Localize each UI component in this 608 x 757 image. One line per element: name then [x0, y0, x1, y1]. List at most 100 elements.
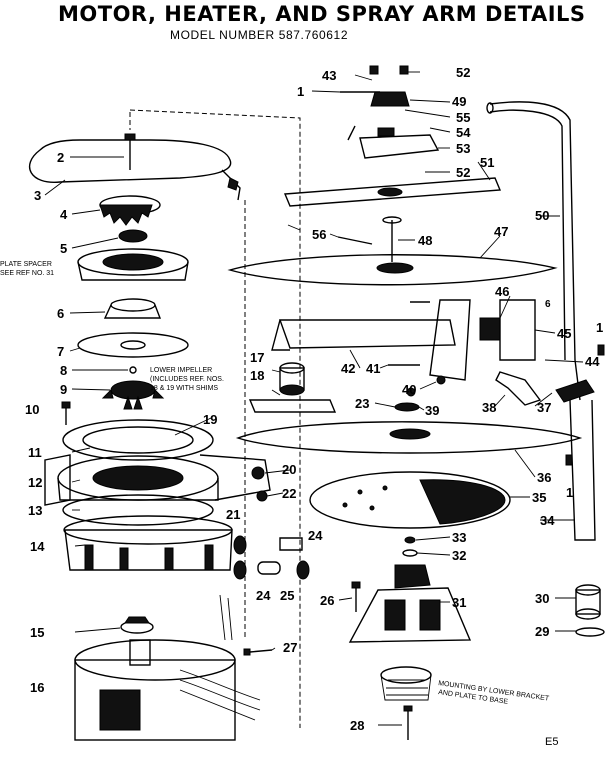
- washer-part-33: [402, 536, 418, 557]
- upper-bracket-part-53: [347, 125, 440, 159]
- callout-7: 7: [57, 344, 64, 359]
- upper-spray-arm-part-51: [283, 177, 502, 207]
- callout-6: 6: [57, 306, 64, 321]
- bracket-part-18: [248, 399, 337, 413]
- note-plate-spacer-1: PLATE SPACER: [0, 261, 52, 268]
- cup-part-6: [103, 298, 162, 319]
- callout-28: 28: [350, 718, 364, 733]
- gear-part-4: [99, 195, 161, 226]
- callout-32: 32: [452, 548, 466, 563]
- callout-44: 44: [585, 354, 600, 369]
- callout-1: 1: [566, 485, 573, 500]
- lower-tube-part-34: [555, 379, 596, 541]
- filter-disc-part-35: [309, 471, 511, 529]
- cap-part-30: [575, 584, 601, 620]
- note-plate-spacer-2: SEE REF NO. 31: [0, 270, 54, 277]
- callout-10: 10: [25, 402, 39, 417]
- heater-element-part: [28, 139, 241, 201]
- callout-43: 43: [322, 68, 336, 83]
- page-title: MOTOR, HEATER, AND SPRAY ARM DETAILS: [58, 2, 586, 26]
- callout-24: 24: [256, 588, 271, 603]
- callout-39: 39: [425, 403, 439, 418]
- callout-45: 45: [557, 326, 571, 341]
- middle-spray-arm-part-47: [227, 254, 558, 286]
- callout-18: 18: [250, 368, 264, 383]
- fastener-part-41: [388, 364, 446, 385]
- callout-48: 48: [418, 233, 432, 248]
- lower-spray-arm-part-36: [235, 421, 583, 454]
- callout-46: 46: [495, 284, 509, 299]
- screw-part-2: [124, 133, 136, 170]
- callout-50: 50: [535, 208, 549, 223]
- pin-part-27: [243, 648, 273, 656]
- pump-base-part-14: [63, 515, 233, 571]
- callout-26: 26: [320, 593, 334, 608]
- callout-13: 13: [28, 503, 42, 518]
- callout-35: 35: [532, 490, 546, 505]
- motor-coupler-part-15: [120, 616, 154, 634]
- bearing-part-17: [279, 362, 305, 396]
- strainer-part: [380, 666, 432, 701]
- callout-19: 19: [203, 412, 217, 427]
- callout-22: 22: [282, 486, 296, 501]
- manifold-part-42: [271, 299, 536, 381]
- callout-36: 36: [537, 470, 551, 485]
- page-code: E5: [545, 736, 559, 748]
- pump-cover-part-31: [348, 564, 472, 643]
- callout-38: 38: [482, 400, 496, 415]
- gear-part-5: [118, 229, 148, 243]
- small-fittings: [233, 466, 310, 580]
- callout-17: 17: [250, 350, 264, 365]
- bolt-part-10: [61, 401, 71, 425]
- callout-5: 5: [60, 241, 67, 256]
- upper-spray-hub: [340, 65, 410, 107]
- callout-53: 53: [456, 141, 470, 156]
- callout-41: 41: [366, 361, 380, 376]
- callout-21: 21: [226, 507, 240, 522]
- callout-27: 27: [283, 640, 297, 655]
- callout-47: 47: [494, 224, 508, 239]
- callout-52: 52: [456, 165, 470, 180]
- callout-51: 51: [480, 155, 494, 170]
- callout-15: 15: [30, 625, 44, 640]
- callout-40: 40: [402, 382, 416, 397]
- callout-8: 8: [60, 363, 67, 378]
- callout-24: 24: [308, 528, 323, 543]
- leader-lines: [44, 71, 584, 726]
- callout-55: 55: [456, 110, 470, 125]
- callout-25: 25: [280, 588, 294, 603]
- callout-49: 49: [452, 94, 466, 109]
- callout-42: 42: [341, 361, 355, 376]
- supply-tube-part-50: [486, 101, 581, 401]
- callout-12: 12: [28, 475, 42, 490]
- pump-housing-part: [44, 419, 271, 526]
- bolt-part-28: [403, 705, 413, 740]
- model-number: MODEL NUMBER 587.760612: [170, 28, 349, 42]
- screw-part-26: [351, 581, 361, 612]
- callout-29: 29: [535, 624, 549, 639]
- callout-1: 1: [297, 84, 304, 99]
- motor-part-16: [74, 594, 261, 741]
- callout-20: 20: [282, 462, 296, 477]
- callout-4: 4: [60, 207, 68, 222]
- callout-11: 11: [28, 445, 42, 460]
- washer-part-29: [575, 627, 605, 637]
- impeller-part-9: [101, 366, 165, 410]
- callout-52: 52: [456, 65, 470, 80]
- callout-33: 33: [452, 530, 466, 545]
- callout-14: 14: [30, 539, 45, 554]
- callout-37: 37: [537, 400, 551, 415]
- note-lower-impeller-3: 18 & 19 WITH SHIMS: [150, 385, 218, 392]
- callout-34: 34: [540, 513, 555, 528]
- callout-1: 1: [596, 320, 603, 335]
- callout-30: 30: [535, 591, 549, 606]
- callout-3: 3: [34, 188, 41, 203]
- disc-part-7: [77, 332, 189, 358]
- note-lower-impeller-2: (INCLUDES REF. NOS.: [150, 376, 224, 383]
- callout-16: 16: [30, 680, 44, 695]
- callout-31: 31: [452, 595, 466, 610]
- elbow-part-38: [495, 371, 542, 406]
- callout-56: 56: [312, 227, 326, 242]
- callout-numbers: 1 1 1 2 3 4 5 6 7 8 9 10 11 12 13 14 15 …: [25, 65, 603, 733]
